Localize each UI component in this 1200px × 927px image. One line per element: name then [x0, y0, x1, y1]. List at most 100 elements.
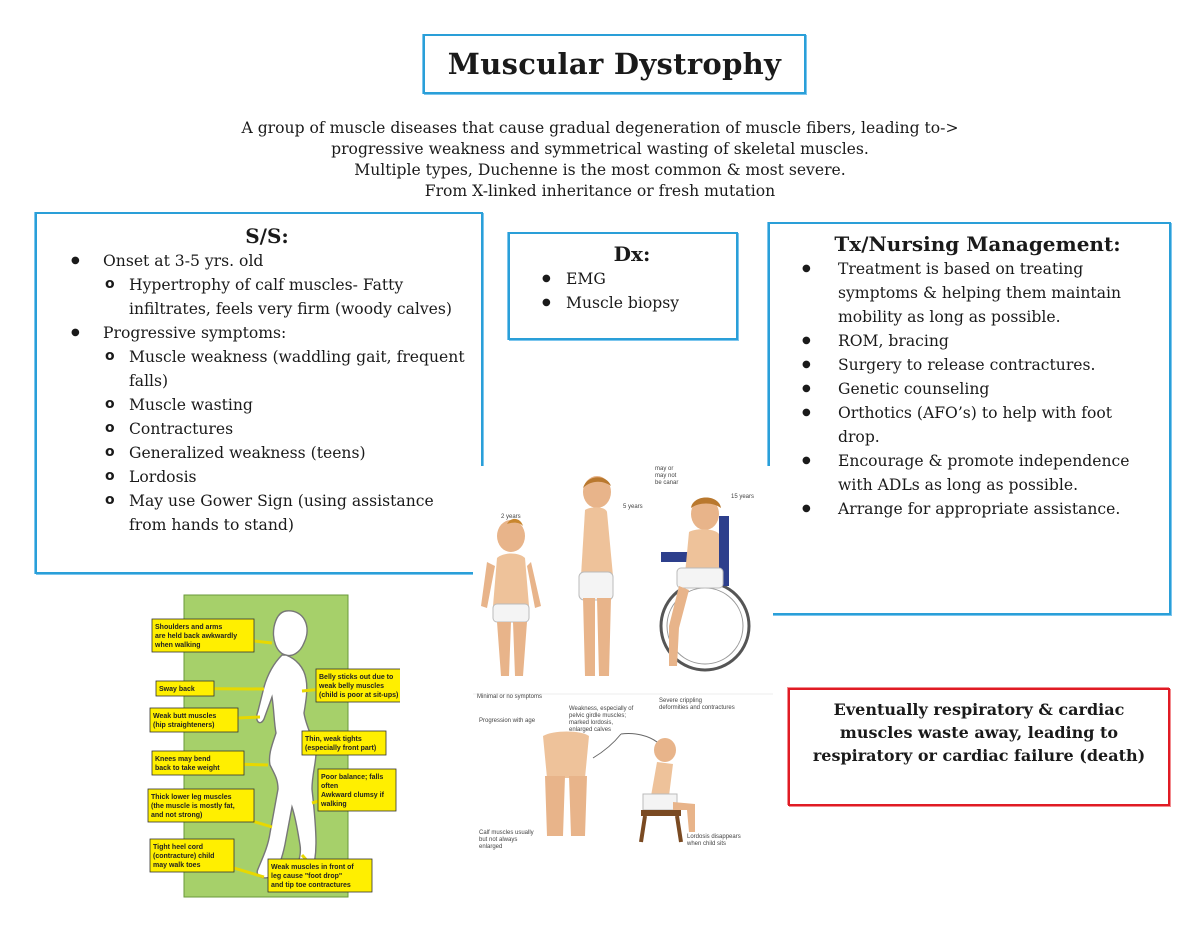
signs-symptoms-heading: S/S:: [245, 224, 289, 248]
signs-symptoms-box: S/S: Onset at 3-5 yrs. old Hypertrophy o…: [35, 212, 483, 574]
caption-text: Progression with age: [479, 718, 536, 724]
list-item-text: Onset at 3-5 yrs. old: [103, 252, 264, 270]
child-silhouette: [255, 610, 317, 885]
child-sitting: [639, 738, 695, 843]
teen-wheelchair: [659, 497, 751, 672]
caption-text: pelvic girdle muscles;: [569, 713, 626, 719]
sub-list: Hypertrophy of calf muscles- Fatty infil…: [105, 272, 467, 321]
callout-text: are held back awkwardly: [155, 633, 237, 640]
list-item: ROM, bracing: [798, 329, 1157, 353]
child-5-years: [578, 476, 614, 676]
callout-text: and not strong): [151, 812, 202, 819]
callout-box: [267, 858, 373, 893]
list-item: Muscle biopsy: [538, 291, 726, 315]
callout-text: (contracture) child: [153, 853, 214, 860]
callout-text: (especially front part): [305, 745, 376, 752]
page-title: Muscular Dystrophy: [447, 47, 782, 81]
list-item: EMG: [538, 267, 726, 291]
diagnosis-heading: Dx:: [613, 242, 651, 266]
signs-symptoms-list: Onset at 3-5 yrs. old Hypertrophy of cal…: [67, 249, 467, 537]
caption-text: enlarged: [479, 844, 502, 850]
callout-text: Weak muscles in front of: [271, 864, 354, 871]
arrow: [620, 733, 658, 743]
callout-text: weak belly muscles: [318, 683, 384, 690]
intro-line: Multiple types, Duchenne is the most com…: [354, 161, 846, 179]
callout-text: and tip toe contractures: [271, 882, 351, 889]
callout-box: [149, 838, 235, 873]
caption-text: when child sits: [686, 841, 726, 847]
callout-text: (the muscle is mostly fat,: [151, 803, 235, 810]
caption-text: 2 years: [501, 514, 521, 520]
caption-text: enlarged calves: [569, 727, 611, 733]
caption-text: be canar: [655, 480, 678, 486]
callout-text: Thick lower leg muscles: [151, 794, 232, 801]
warning-text: Eventually respiratory & cardiac muscles…: [812, 700, 1146, 765]
intro-line: A group of muscle diseases that cause gr…: [241, 119, 959, 137]
list-item: Arrange for appropriate assistance.: [798, 497, 1157, 521]
caption-text: Calf muscles usually: [479, 830, 534, 836]
sub-list-item: Muscle weakness (waddling gait, frequent…: [105, 344, 467, 393]
callout-box: [155, 680, 215, 697]
callout-text: when walking: [154, 642, 201, 649]
callout-text: walking: [320, 801, 347, 808]
arrow: [592, 733, 622, 759]
intro-text: A group of muscle diseases that cause gr…: [100, 118, 1100, 202]
caption-text: may or: [655, 466, 673, 472]
callout-text: Tight heel cord: [153, 844, 203, 851]
caption-text: 5 years: [623, 504, 643, 510]
callout-box: [151, 750, 245, 776]
callout-text: Thin, weak tights: [305, 736, 362, 743]
callout-box: [147, 788, 255, 823]
callout-text: Weak butt muscles: [153, 713, 216, 720]
callout-text: Belly sticks out due to: [319, 674, 393, 681]
sub-list-item: May use Gower Sign (using assistance fro…: [105, 488, 467, 537]
sub-list: Muscle weakness (waddling gait, frequent…: [105, 344, 467, 537]
callout-box: [151, 618, 255, 653]
caption-text: but not always: [479, 837, 517, 843]
child-2-years: [481, 518, 541, 676]
list-item: Encourage & promote independence with AD…: [798, 449, 1157, 497]
callout-text: Sway back: [159, 686, 195, 693]
callout-text: Knees may bend: [155, 756, 211, 763]
intro-line: From X-linked inheritance or fresh mutat…: [424, 182, 776, 200]
callout-text: (hip straighteners): [153, 722, 214, 729]
callout-box: [315, 668, 400, 703]
treatment-list: Treatment is based on treating symptoms …: [798, 257, 1157, 521]
caption-text: Severe crippling: [659, 698, 702, 704]
callout-text: Awkward clumsy if: [321, 792, 385, 799]
list-item: Genetic counseling: [798, 377, 1157, 401]
list-item: Surgery to release contractures.: [798, 353, 1157, 377]
callout-text: leg cause "foot drop": [271, 873, 342, 880]
caption-text: Lordosis disappears: [687, 834, 741, 840]
sub-list-item: Contractures: [105, 416, 467, 441]
list-item: Progressive symptoms: Muscle weakness (w…: [67, 321, 467, 537]
sub-list-item: Generalized weakness (teens): [105, 440, 467, 465]
caption-text: 15 years: [731, 494, 754, 500]
callout-text: often: [321, 783, 338, 790]
sub-list-item: Muscle wasting: [105, 392, 467, 417]
caption-text: Minimal or no symptoms: [477, 694, 542, 700]
list-item: Treatment is based on treating symptoms …: [798, 257, 1157, 329]
callout-text: (child is poor at sit-ups): [319, 692, 398, 699]
intro-line: progressive weakness and symmetrical was…: [331, 140, 869, 158]
list-item-text: Progressive symptoms:: [103, 324, 287, 342]
title-box: Muscular Dystrophy: [423, 34, 806, 94]
caption-text: may not: [655, 473, 677, 479]
caption-text: marked lordosis,: [569, 720, 613, 726]
diagnosis-box: Dx: EMG Muscle biopsy: [508, 232, 738, 340]
diagnosis-list: EMG Muscle biopsy: [538, 267, 726, 315]
warning-box: Eventually respiratory & cardiac muscles…: [788, 688, 1170, 806]
sub-list-item: Hypertrophy of calf muscles- Fatty infil…: [105, 272, 467, 321]
callout-box: [317, 768, 397, 812]
callout-box: [301, 730, 387, 756]
caption-text: deformities and contractures: [659, 705, 735, 711]
treatment-box: Tx/Nursing Management: Treatment is base…: [768, 222, 1171, 615]
treatment-heading: Tx/Nursing Management:: [834, 232, 1121, 256]
list-item: Onset at 3-5 yrs. old Hypertrophy of cal…: [67, 249, 467, 321]
sub-list-item: Lordosis: [105, 464, 467, 489]
callout-text: Poor balance; falls: [321, 774, 383, 781]
